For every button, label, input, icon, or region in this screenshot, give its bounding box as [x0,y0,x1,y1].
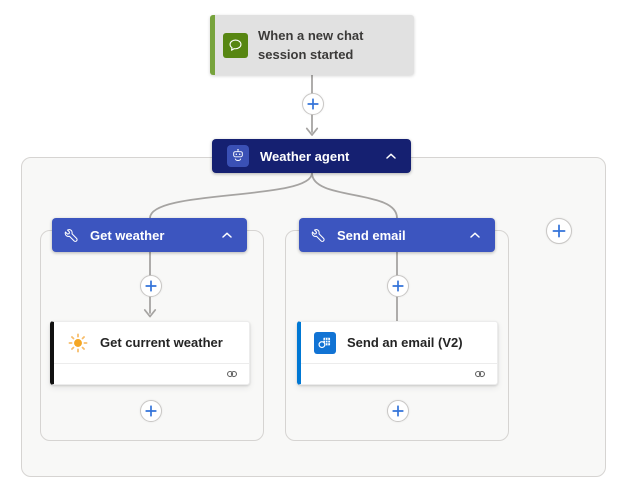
wrench-icon [64,228,79,243]
chevron-up-icon [470,232,480,238]
add-action-get-weather-insert-button[interactable] [140,275,162,297]
trigger-card[interactable]: When a new chat session started [210,15,414,75]
chat-bubble-icon [223,32,248,58]
branch-header-send-email[interactable]: Send email [299,218,495,252]
outlook-icon [314,331,336,354]
action-label: Send an email (V2) [347,335,463,350]
connection-icon [475,370,485,378]
branch-collapse-button[interactable] [219,227,235,243]
plus-icon [307,98,319,110]
sun-icon [67,332,89,354]
action-footer [301,364,497,384]
plus-icon [145,280,157,292]
plus-icon [392,405,404,417]
action-card-send-an-email[interactable]: Send an email (V2) [297,321,498,385]
branch-collapse-button[interactable] [467,227,483,243]
connection-icon [227,370,237,378]
branch-label: Send email [337,227,406,243]
plus-icon [392,280,404,292]
add-action-get-weather-end-button[interactable] [140,400,162,422]
branch-label: Get weather [90,227,165,243]
action-label: Get current weather [100,335,223,350]
wrench-icon [311,228,326,243]
agent-card[interactable]: Weather agent [212,139,411,173]
action-main-row: Get current weather [54,322,249,364]
chevron-up-icon [222,232,232,238]
action-card-get-current-weather[interactable]: Get current weather [50,321,250,385]
action-footer [54,364,249,384]
agent-label: Weather agent [260,148,350,164]
trigger-title: When a new chat session started [258,28,364,62]
add-node-after-trigger-button[interactable] [302,93,324,115]
branch-header-get-weather[interactable]: Get weather [52,218,247,252]
trigger-accent-bar [210,15,215,75]
action-main-row: Send an email (V2) [301,322,497,364]
agent-collapse-button[interactable] [383,148,399,164]
plus-icon [552,224,566,238]
add-tool-to-agent-button[interactable] [546,218,572,244]
arrowhead-into-agent [305,127,319,136]
bot-icon [227,145,249,167]
add-action-send-email-end-button[interactable] [387,400,409,422]
chevron-up-icon [386,153,396,159]
plus-icon [145,405,157,417]
add-action-send-email-insert-button[interactable] [387,275,409,297]
